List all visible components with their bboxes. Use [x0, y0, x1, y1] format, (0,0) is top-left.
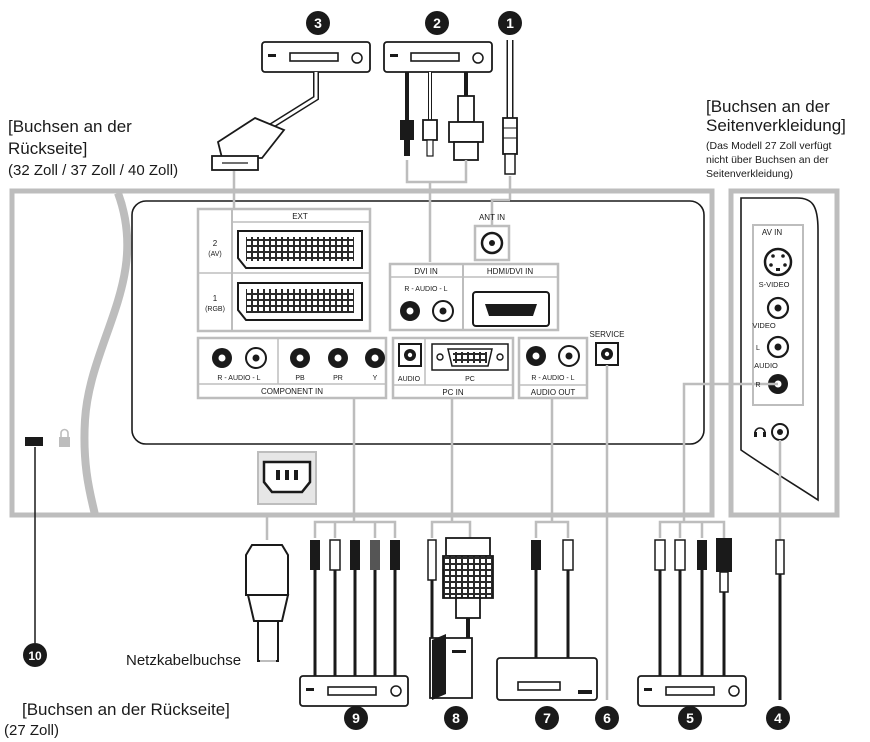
dvi-hdmi-block [388, 262, 560, 332]
service-label: SERVICE [590, 330, 625, 339]
marker-8 [444, 706, 468, 730]
ac-power-socket-icon [262, 460, 312, 494]
device-3-vcr [261, 41, 371, 73]
marker-10-number: 10 [28, 649, 42, 663]
side-av-cables [654, 382, 778, 680]
av-in-label: AV IN [762, 228, 783, 237]
pc-cables [427, 398, 494, 640]
pb-label: PB [295, 375, 305, 382]
device-7-amplifier [496, 657, 598, 701]
marker-5-number: 5 [686, 710, 694, 726]
rear27-size: (27 Zoll) [4, 722, 60, 739]
av-in-block [752, 224, 804, 406]
rear27-title: [Buchsen an der Rückseite] [22, 700, 230, 719]
marker-2-number: 2 [433, 15, 441, 31]
power-socket-label: Netzkabelbuchse [126, 652, 242, 669]
s-video-socket [763, 247, 793, 277]
marker-6 [595, 706, 619, 730]
headphone-icon [754, 427, 766, 437]
marker-8-number: 8 [452, 710, 460, 726]
device-9-player [299, 675, 409, 707]
pr-label: PR [333, 375, 343, 382]
device-5-camcorder [637, 675, 747, 707]
power-cable [245, 515, 290, 662]
side-note-line1: (Das Modell 27 Zoll verfügt [706, 140, 832, 152]
ext1-number: 1 [213, 294, 218, 303]
marker-5 [678, 706, 702, 730]
side-audio-label: AUDIO [754, 361, 778, 370]
side-r-label: R [755, 382, 760, 389]
antenna-cable [490, 40, 518, 226]
side-note-line2: nicht über Buchsen an der [706, 154, 829, 166]
side-l-label: L [756, 345, 760, 352]
component-audio-label: R - AUDIO - L [217, 375, 260, 382]
side-title-line2: Seitenverkleidung] [706, 116, 846, 135]
ext1-type: (RGB) [205, 306, 225, 313]
marker-2 [425, 11, 449, 35]
s-video-label: S-VIDEO [759, 280, 790, 289]
marker-4-number: 4 [774, 710, 782, 726]
headphone-cable [775, 440, 785, 700]
rear-sizes: (32 Zoll / 37 Zoll / 40 Zoll) [8, 162, 179, 179]
marker-9-number: 9 [352, 710, 360, 726]
ext2-type: (AV) [208, 251, 221, 258]
vga-socket [431, 343, 509, 371]
side-title-line1: [Buchsen an der [706, 97, 830, 116]
side-note-line3: Seitenverkleidung) [706, 168, 793, 180]
device-8-pc [429, 634, 473, 700]
pc-in-label: PC IN [442, 388, 464, 397]
marker-9 [344, 706, 368, 730]
side-video-label: VIDEO [752, 321, 776, 330]
marker-1 [498, 11, 522, 35]
audio-out-label: AUDIO OUT [531, 388, 576, 397]
dvd-cables [400, 72, 484, 262]
marker-4 [766, 706, 790, 730]
ant-in-label: ANT IN [479, 213, 505, 222]
ext2-number: 2 [213, 239, 218, 248]
dvi-audio-label: R - AUDIO - L [404, 286, 447, 293]
scart-cable [211, 72, 319, 209]
marker-7 [535, 706, 559, 730]
component-in-label: COMPONENT IN [261, 387, 323, 396]
audio-out-cables [531, 398, 574, 660]
connector-panel [131, 200, 705, 445]
ext-label: EXT [292, 212, 308, 221]
dvi-in-label: DVI IN [414, 267, 438, 276]
marker-3-number: 3 [314, 15, 322, 31]
panel-swoosh [80, 191, 132, 516]
pc-label: PC [465, 376, 475, 383]
component-cables [310, 398, 400, 680]
marker-6-number: 6 [603, 710, 611, 726]
marker-3 [306, 11, 330, 35]
pc-audio-label: AUDIO [398, 376, 421, 383]
component-in-block [196, 336, 388, 400]
audio-out-audio-label: R - AUDIO - L [531, 375, 574, 382]
lock-slot [25, 437, 43, 446]
marker-10 [23, 643, 47, 667]
hdmi-label: HDMI/DVI IN [487, 267, 533, 276]
marker-1-number: 1 [506, 15, 514, 31]
marker-7-number: 7 [543, 710, 551, 726]
rear-title-line2: Rückseite] [8, 139, 88, 158]
ext-scart-block [196, 207, 372, 333]
kensington-lock-icon [59, 428, 70, 447]
rear-title-line1: [Buchsen an der [8, 117, 132, 136]
y-label: Y [373, 375, 378, 382]
device-2-dvd [383, 41, 493, 73]
